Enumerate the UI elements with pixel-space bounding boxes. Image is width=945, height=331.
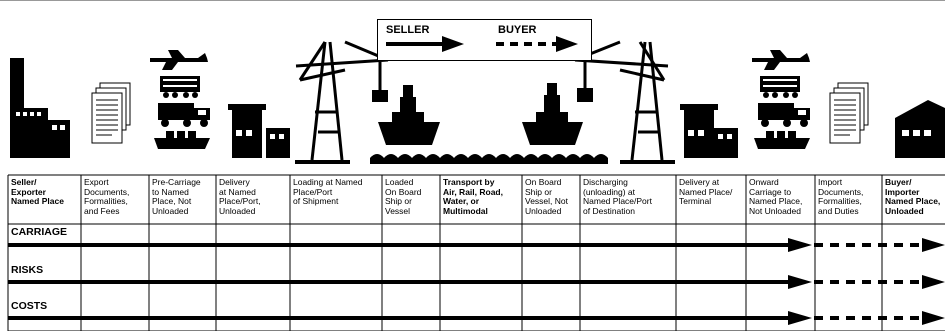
- column-header-line: Place/Port,: [219, 196, 261, 206]
- column-header-line: Exporter: [11, 186, 46, 197]
- column-header-line: Onward: [749, 177, 779, 187]
- column-header-line: Place, Not: [152, 196, 192, 206]
- warehouse-icon: [895, 100, 945, 158]
- legend: SELLER BUYER: [377, 19, 592, 61]
- column-header-line: to Named: [152, 186, 189, 197]
- legend-seller-arrowhead: [442, 36, 464, 52]
- column-header-line: Named Place/: [679, 186, 733, 197]
- cargo-icon: [577, 88, 593, 102]
- column-header-line: Loading at Named: [293, 177, 363, 187]
- column-header-line: Importer: [885, 186, 920, 197]
- column-header-line: On Board: [525, 177, 562, 187]
- column-header-line: Unloaded: [885, 205, 924, 216]
- seller-arrowhead-carriage: [788, 238, 812, 252]
- crane-icon: [574, 40, 669, 161]
- column-header-line: of Destination: [583, 205, 635, 216]
- terminal-icon: [228, 104, 290, 158]
- plane-icon: [752, 50, 810, 70]
- column-header-line: On Board: [385, 186, 422, 197]
- column-header-line: Documents,: [84, 186, 130, 197]
- ship-icon: [378, 85, 440, 145]
- factory-icon: [10, 58, 70, 158]
- barge-icon: [154, 131, 210, 149]
- seller-arrowhead-costs: [788, 311, 812, 325]
- train-icon: [760, 76, 800, 98]
- illustration: [10, 40, 945, 164]
- column-header-line: Carriage to: [749, 186, 792, 197]
- column-header-line: Ship or: [385, 196, 412, 206]
- column-header-line: Seller/: [11, 177, 37, 187]
- ship-icon: [522, 83, 583, 145]
- column-header-line: Named Place/Port: [583, 196, 652, 206]
- legend-buyer-label: BUYER: [498, 24, 537, 36]
- buyer-arrowhead-risks: [922, 275, 945, 289]
- plane-icon: [150, 50, 208, 70]
- column-header-line: Terminal: [679, 196, 712, 206]
- column-header-line: Water, or: [443, 196, 480, 206]
- top-rule: [0, 0, 945, 1]
- column-header-line: Named Place,: [885, 196, 941, 206]
- row-label-risks: RISKS: [11, 264, 44, 276]
- column-header-line: Pre-Carriage: [152, 177, 201, 187]
- column-header-line: Formalities,: [818, 196, 862, 206]
- buyer-arrowhead-costs: [922, 311, 945, 325]
- column-header-line: Delivery: [219, 177, 250, 187]
- column-header-line: Loaded: [385, 177, 414, 187]
- column-header-line: Formalities,: [84, 196, 128, 206]
- column-header-line: and Duties: [818, 205, 859, 216]
- column-header-line: at Named: [219, 186, 256, 197]
- column-header-line: Air, Rail, Road,: [443, 186, 503, 197]
- train-icon: [160, 76, 200, 98]
- row-label-carriage: CARRIAGE: [11, 226, 68, 238]
- column-header-line: Vessel: [385, 205, 411, 216]
- column-header-line: Discharging: [583, 177, 628, 187]
- seller-arrowhead-risks: [788, 275, 812, 289]
- column-header-line: Named Place,: [749, 196, 803, 206]
- column-header-line: and Fees: [84, 205, 120, 216]
- column-header-line: Import: [818, 177, 843, 187]
- column-header-line: Documents,: [818, 186, 864, 197]
- waves-icon: [370, 154, 608, 164]
- column-header-line: Export: [84, 177, 109, 187]
- row-label-costs: COSTS: [11, 300, 48, 312]
- column-header-line: Named Place: [11, 196, 64, 206]
- column-header-line: Unloaded: [152, 205, 189, 216]
- column-header-line: Ship or: [525, 186, 552, 197]
- buyer-arrowhead-carriage: [922, 238, 945, 252]
- column-header-line: Buyer/: [885, 177, 912, 187]
- legend-buyer-arrowhead: [556, 36, 578, 52]
- cargo-icon: [372, 90, 388, 102]
- column-header-line: of Shipment: [293, 196, 339, 206]
- barge-icon: [754, 131, 810, 149]
- column-header-line: Vessel, Not: [525, 196, 568, 206]
- column-header-line: Unloaded: [219, 205, 256, 216]
- column-header-line: Unloaded: [525, 205, 562, 216]
- terminal-icon: [680, 104, 738, 158]
- truck-icon: [758, 103, 810, 127]
- column-header-line: Multimodal: [443, 205, 488, 216]
- truck-icon: [158, 103, 210, 127]
- column-header-line: Delivery at: [679, 177, 720, 187]
- column-header-line: Not Unloaded: [749, 205, 801, 216]
- column-header-line: (unloading) at: [583, 186, 635, 197]
- column-header-line: Transport by: [443, 177, 495, 187]
- legend-arrows: [386, 36, 578, 52]
- legend-seller-label: SELLER: [386, 24, 430, 36]
- column-header-line: Place/Port: [293, 186, 333, 197]
